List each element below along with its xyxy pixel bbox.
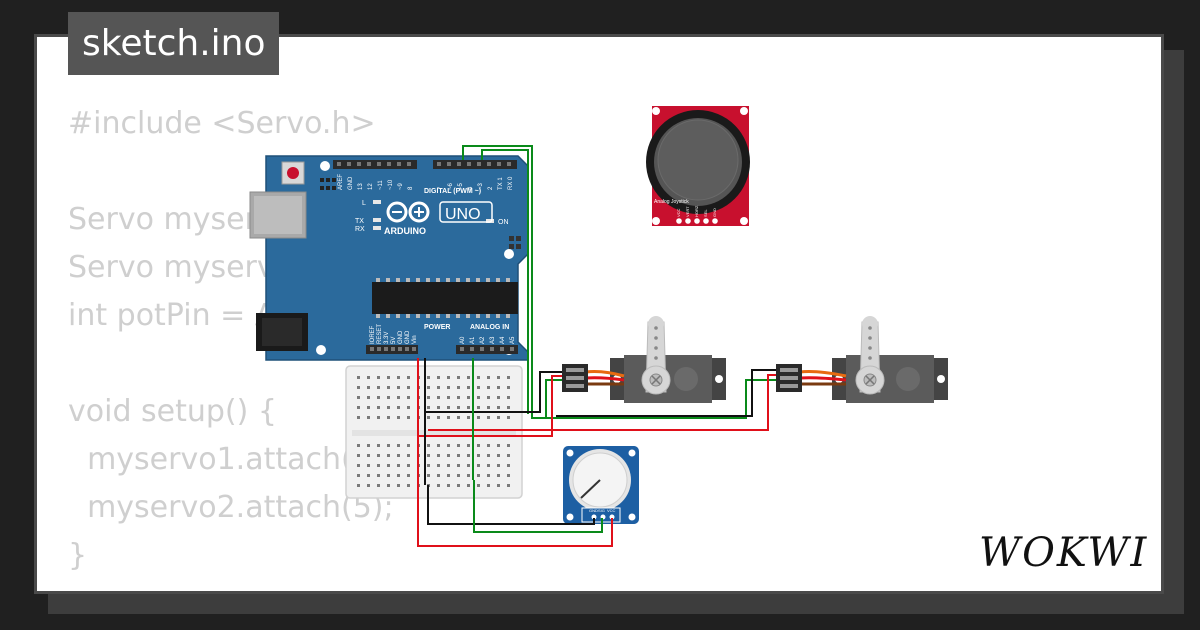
led-l-label: L [362, 200, 366, 207]
digital-pin-label: ~6 [448, 182, 454, 190]
joystick-pin-label: VCC [676, 208, 681, 217]
pot-pin-label: GND [589, 508, 598, 513]
digital-pin-label: AREF [338, 174, 344, 190]
digital-pin-label: ~10 [388, 179, 394, 190]
joystick-pin-label: GND [712, 208, 717, 217]
joystick-pin-label: VERT [685, 206, 690, 217]
power-pin-label: Vin [412, 335, 418, 344]
brand-name: WOKWI [979, 530, 1148, 576]
digital-header-label: DIGITAL (PWM ~) [424, 188, 481, 195]
digital-pin-label: TX 1 [498, 177, 504, 190]
joystick-label: Analog Joystick [654, 199, 689, 205]
pot-pin-label: SIG [598, 508, 605, 513]
analog-joystick[interactable]: Analog Joystick VCC VERT HORZ SEL GND [646, 106, 750, 226]
code-line: myservo2.attach(5); [68, 490, 394, 525]
board-model: UNO [445, 206, 481, 223]
power-pin-label: 3.3V [384, 332, 390, 344]
servo-1[interactable] [562, 316, 726, 403]
analog-pin-label: A0 [460, 336, 466, 344]
analog-pin-label: A2 [480, 336, 486, 344]
atmega-chip [372, 282, 518, 314]
code-line: myservo1.attach(3); [68, 442, 394, 477]
analog-pin-label: A5 [510, 336, 516, 344]
pot-pin-label: VCC [607, 508, 616, 513]
digital-pin-label: 8 [408, 186, 414, 190]
reset-button[interactable] [287, 167, 299, 179]
file-name-tab[interactable]: sketch.ino [68, 12, 280, 75]
led-rx-label: RX [355, 226, 365, 233]
digital-pin-label: GND [348, 176, 354, 190]
digital-pin-label: 7 [438, 186, 444, 190]
wires [417, 145, 776, 547]
digital-pin-label: 13 [358, 183, 364, 190]
digital-pin-label: ~11 [378, 180, 384, 190]
power-pin-label: GND [398, 330, 404, 344]
power-pin-label: GND [405, 330, 411, 344]
digital-pin-label: 12 [368, 183, 374, 190]
power-pin-label: IOREF [370, 325, 376, 344]
analog-pin-label: A3 [490, 336, 496, 344]
power-pin-label: RESET [377, 324, 383, 344]
joystick-pin-label: HORZ [694, 205, 699, 217]
arduino-logo-icon [386, 201, 430, 223]
analog-pin-label: A1 [470, 336, 476, 344]
joystick-knob[interactable] [657, 119, 739, 201]
power-pin-label: 5V [391, 337, 397, 344]
arduino-logo-text: ARDUINO [384, 226, 426, 236]
analog-header-label: ANALOG IN [470, 324, 509, 331]
digital-pin-label: 4 [468, 186, 474, 190]
wokwi-logo-icon: WOKWI [979, 530, 1148, 576]
digital-pin-label: RX 0 [508, 176, 514, 190]
joystick-pin-label: SEL [703, 209, 708, 217]
analog-pin-label: A4 [500, 336, 506, 344]
digital-pin-label: ~5 [458, 182, 464, 190]
code-line: #include <Servo.h> [68, 106, 376, 141]
power-header-label: POWER [424, 324, 450, 331]
arduino-uno-board: L TX RX ON UNO ARDUINO DIGITAL (PWM ~) P… [249, 155, 529, 361]
breadboard [345, 365, 523, 499]
led-on-label: ON [498, 219, 509, 226]
digital-pin-label: 2 [488, 186, 494, 190]
code-line: void setup() { [68, 394, 277, 429]
servo-2[interactable] [776, 316, 948, 403]
led-tx-label: TX [355, 218, 364, 225]
digital-pin-label: ~3 [478, 182, 484, 190]
code-line: } [68, 538, 88, 573]
digital-pin-label: ~9 [398, 182, 404, 190]
